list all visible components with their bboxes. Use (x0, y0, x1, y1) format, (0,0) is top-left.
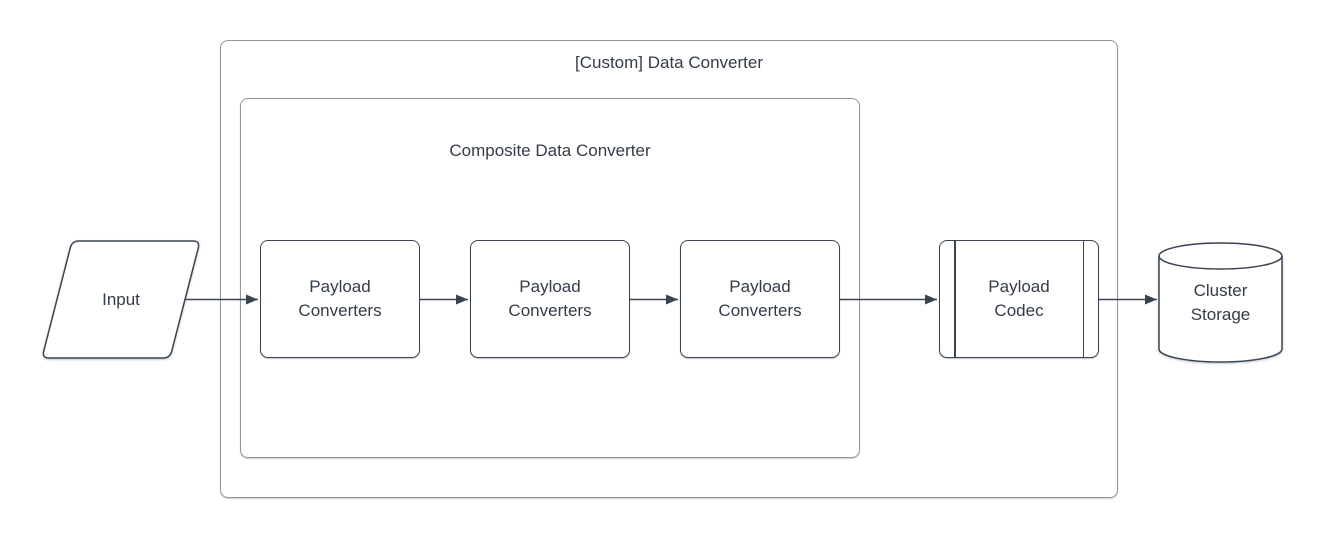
codec-side-line-left (954, 241, 956, 357)
payload-converters-label-1: Payload Converters (298, 277, 382, 320)
payload-converters-node-1: Payload Converters (260, 240, 420, 358)
payload-codec-label: Payload Codec (988, 277, 1050, 320)
cluster-storage-label-wrap: Cluster Storage (1159, 243, 1282, 362)
payload-codec-node: Payload Codec (939, 240, 1099, 358)
payload-converters-label-2: Payload Converters (508, 277, 592, 320)
custom-data-converter-container: [Custom] Data Converter (220, 40, 1118, 498)
custom-data-converter-title: [Custom] Data Converter (574, 53, 763, 72)
cluster-storage-label: Cluster Storage (1190, 280, 1251, 324)
codec-side-line-right (1082, 241, 1084, 357)
input-node-label-wrap: Input (42, 241, 200, 358)
composite-data-converter-container: Composite Data Converter (240, 98, 860, 458)
payload-converters-node-2: Payload Converters (470, 240, 630, 358)
payload-converters-label-3: Payload Converters (718, 277, 802, 320)
input-label: Input (102, 289, 140, 309)
payload-converters-node-3: Payload Converters (680, 240, 840, 358)
composite-data-converter-title: Composite Data Converter (449, 141, 651, 160)
